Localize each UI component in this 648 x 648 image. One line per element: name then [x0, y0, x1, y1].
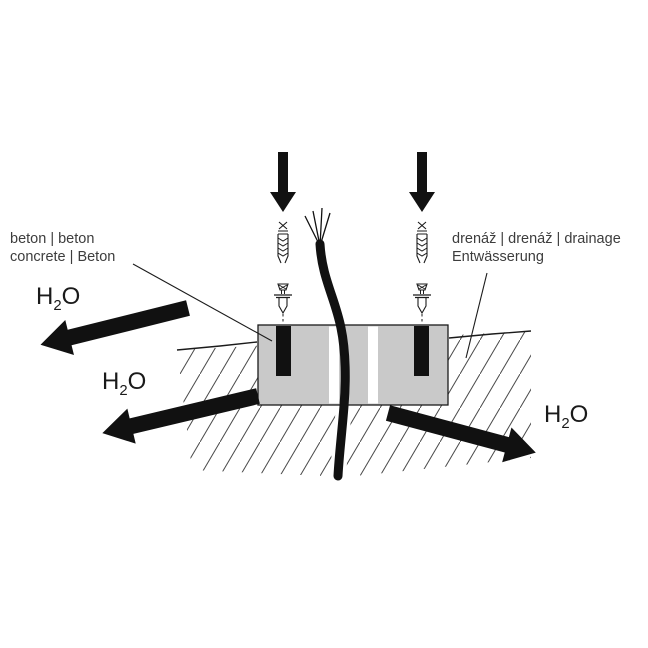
embedded-anchor-left: [276, 326, 291, 376]
concrete-leader-line: [132, 263, 273, 342]
water-h: H: [36, 283, 54, 310]
water-flow-arrow-right: [385, 405, 536, 463]
cable-wires: [304, 207, 331, 247]
concrete-label-line2: concrete | Beton: [10, 249, 116, 265]
concrete-label: beton | beton concrete | Beton: [10, 230, 115, 266]
water-label-lower-left: H2O: [102, 369, 146, 404]
concrete-label-line1: beton | beton: [10, 231, 95, 247]
block-joint-left: [329, 326, 339, 404]
anchor-screw-left: [273, 283, 293, 325]
block-joint-right: [368, 326, 378, 404]
water-o: O: [569, 401, 589, 428]
anchor-screw-right: [412, 283, 432, 325]
water-label-upper-left: H2O: [36, 284, 80, 319]
embedded-anchor-right: [414, 326, 429, 376]
water-o: O: [61, 283, 81, 310]
water-sub: 2: [561, 415, 570, 432]
water-label-right: H2O: [544, 402, 588, 437]
drainage-label-line2: Entwässerung: [452, 249, 544, 265]
water-o: O: [127, 368, 147, 395]
insertion-arrow-left: [270, 152, 296, 212]
drainage-label-line1: drenáž | drenáž | drainage: [452, 231, 621, 247]
wall-plug-right: [416, 221, 428, 264]
wall-plug-left: [277, 221, 289, 264]
insertion-arrow-right: [409, 152, 435, 212]
drainage-leader-line: [465, 272, 488, 359]
water-h: H: [544, 401, 562, 428]
water-h: H: [102, 368, 120, 395]
water-sub: 2: [53, 297, 62, 314]
water-flow-arrow-upper-left: [40, 300, 190, 355]
concrete-block: [257, 324, 449, 406]
drainage-label: drenáž | drenáž | drainage Entwässerung: [452, 230, 621, 266]
water-flow-arrow-lower-left: [102, 388, 260, 444]
water-sub: 2: [119, 382, 128, 399]
cable: [304, 207, 350, 481]
ground-surface-line: [176, 330, 532, 351]
